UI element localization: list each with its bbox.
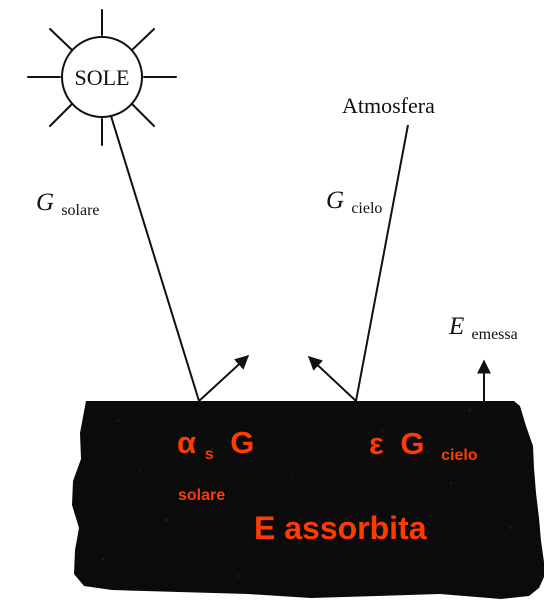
g-solar-label: G solare: [36, 189, 100, 219]
alpha-sub: s: [205, 446, 214, 463]
absorbed-energy-label: E assorbita: [254, 510, 427, 546]
g-sky-main: G: [326, 187, 344, 214]
epsilon-g: G: [400, 426, 424, 461]
surface-texture: [101, 408, 513, 578]
sun-rays: [27, 9, 177, 146]
g-solar-main: G: [36, 189, 54, 216]
sun-label: SOLE: [75, 65, 130, 90]
alpha-g: G: [230, 425, 254, 460]
g-sky-sub: cielo: [351, 200, 382, 217]
ground-surface: [72, 401, 544, 599]
alpha-g-label: α s G: [177, 425, 254, 466]
alpha-solare-label: solare: [178, 487, 225, 504]
sky-irradiation-line: [355, 124, 409, 402]
sun-icon: SOLE: [27, 9, 177, 146]
emitted-radiation-label: E emessa: [448, 313, 518, 343]
epsilon-g-label: ε G cielo: [369, 426, 478, 464]
emitted-main: E: [448, 313, 464, 340]
epsilon-cielo: cielo: [441, 447, 478, 464]
sky-reflection-arrow: [307, 356, 357, 402]
atmosphere-label: Atmosfera: [342, 93, 435, 118]
sun-disc: [61, 36, 143, 118]
alpha-symbol: α: [177, 425, 196, 460]
solar-reflection-arrow: [198, 355, 250, 402]
solar-irradiation-line: [110, 115, 200, 402]
g-solar-sub: solare: [61, 202, 99, 219]
epsilon-symbol: ε: [369, 426, 384, 461]
g-sky-label: G cielo: [326, 187, 382, 217]
emitted-sub: emessa: [472, 326, 518, 343]
